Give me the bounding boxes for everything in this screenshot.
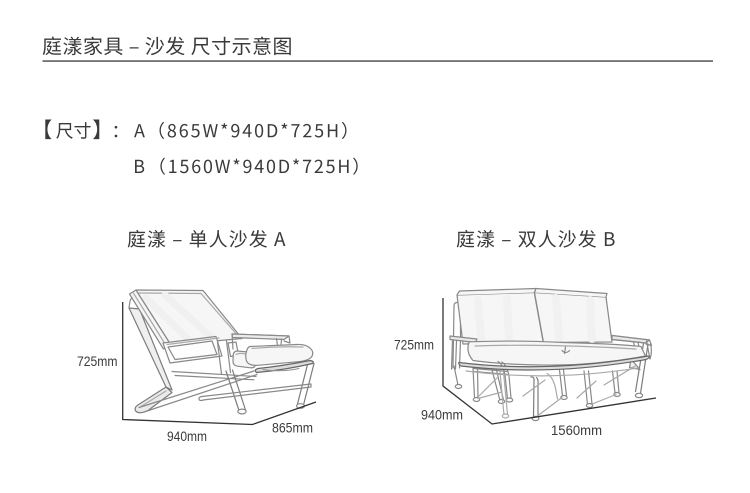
svg-text:940mm: 940mm xyxy=(167,428,207,444)
svg-text:940mm: 940mm xyxy=(421,407,463,423)
svg-text:725mm: 725mm xyxy=(77,353,118,369)
svg-text:1560mm: 1560mm xyxy=(551,422,602,438)
svg-text:725mm: 725mm xyxy=(394,337,434,353)
svg-text:865mm: 865mm xyxy=(272,420,313,436)
